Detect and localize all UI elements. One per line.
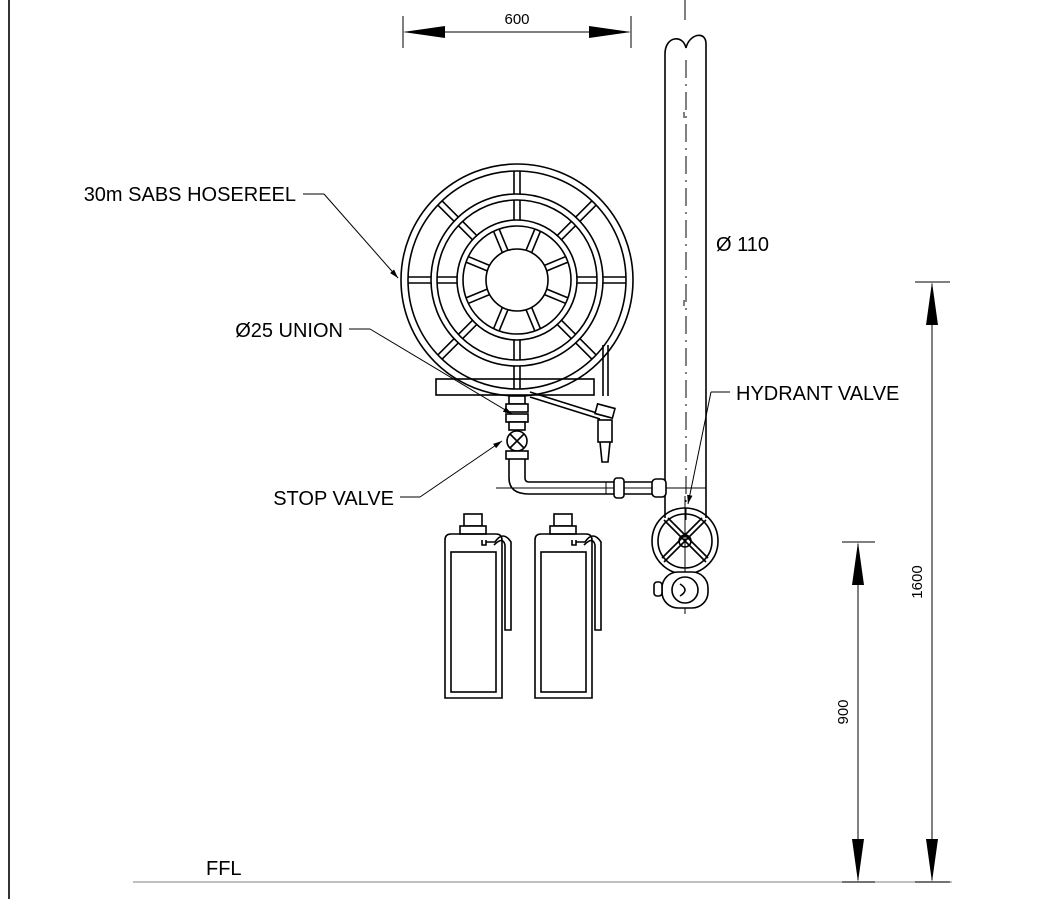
stop-valve-leader [400, 440, 503, 498]
hose-nozzle [529, 345, 616, 463]
reel-spoke [492, 230, 504, 253]
reel-spoke [457, 224, 474, 241]
fire-extinguisher-1 [444, 513, 512, 699]
vertical-pipe [664, 0, 707, 520]
reel-spoke [461, 220, 478, 237]
reel-spoke [525, 309, 536, 332]
reel-spoke [441, 200, 459, 218]
hosereel-leader [303, 193, 399, 279]
floor-level-label: FFL [206, 858, 242, 880]
reel-spoke [556, 323, 573, 340]
reel-spoke [492, 307, 504, 330]
reel-spoke [441, 342, 459, 360]
union-label: Ø25 UNION [235, 320, 343, 342]
hosereel-label: 30m SABS HOSEREEL [84, 184, 296, 206]
reel-spoke [544, 255, 567, 267]
reel-spoke [530, 230, 542, 253]
pipe-diameter-label: Ø 110 [716, 234, 769, 256]
reel-spoke [544, 293, 567, 305]
reel-spoke [560, 224, 577, 241]
reel-spoke [498, 228, 509, 251]
reel-spoke [461, 323, 478, 340]
reel-spoke [525, 228, 536, 251]
reel-height-dimension: 1600 [909, 281, 950, 883]
hydrant-valve [651, 496, 719, 614]
reel-spoke [467, 255, 490, 267]
reel-spoke [575, 200, 593, 218]
reel-spoke [465, 261, 488, 272]
reel-width-value: 600 [504, 11, 529, 28]
hydrant-valve-leader [687, 391, 730, 505]
reel-spoke [457, 319, 474, 336]
reel-spoke [530, 307, 542, 330]
reel-spoke [546, 261, 569, 272]
reel-spoke [437, 338, 455, 356]
reel-spoke [579, 204, 597, 222]
hydrant-height-value: 900 [835, 699, 852, 724]
reel-spoke [575, 342, 593, 360]
reel-spoke [467, 293, 490, 305]
reel-spoke [437, 204, 455, 222]
reel-width-dimension: 600 [402, 11, 632, 48]
hosereel-drum [400, 163, 634, 397]
hydrant-valve-label: HYDRANT VALVE [736, 383, 899, 405]
reel-spoke [556, 220, 573, 237]
fire-extinguisher-2 [534, 513, 602, 699]
reel-spoke [465, 288, 488, 299]
reel-spoke [546, 288, 569, 299]
hydrant-height-dimension: 900 [835, 541, 875, 883]
reel-spoke [560, 319, 577, 336]
reel-spoke [498, 309, 509, 332]
reel-height-value: 1600 [909, 565, 926, 598]
union-leader [349, 328, 513, 415]
stop-valve-label: STOP VALVE [273, 488, 394, 510]
reel-spoke [579, 338, 597, 356]
